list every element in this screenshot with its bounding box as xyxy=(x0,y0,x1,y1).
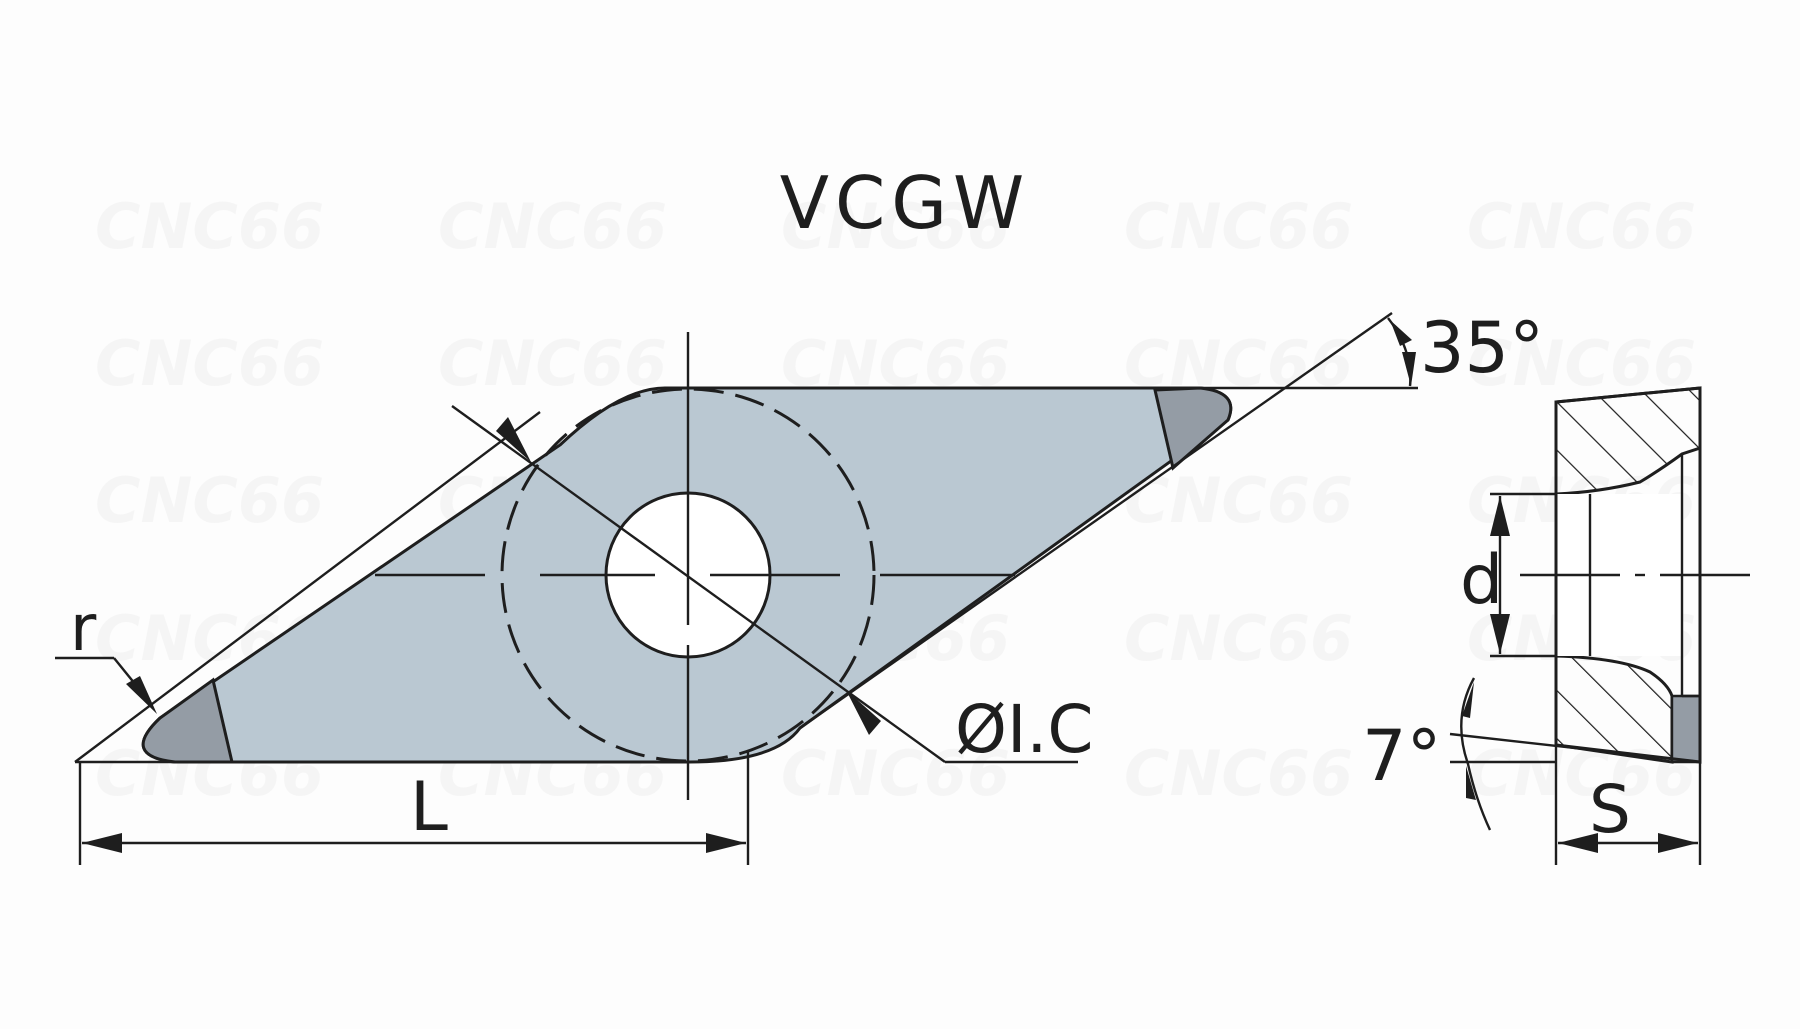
side-view xyxy=(1449,386,1750,865)
length-dimension xyxy=(82,833,746,853)
section-upper xyxy=(1554,386,1702,496)
watermark-text: CNC66 xyxy=(95,464,324,537)
length-label: L xyxy=(410,768,448,847)
hole-diameter-label: d xyxy=(1460,541,1503,620)
front-view xyxy=(55,312,1418,865)
watermark-text: CNC66 xyxy=(1124,464,1353,537)
angle-35-dimension xyxy=(1387,317,1416,387)
extension-line-35 xyxy=(799,312,1393,729)
relief-face xyxy=(1670,694,1702,764)
watermark-text: CNC66 xyxy=(1467,190,1696,263)
inscribed-circle xyxy=(500,387,876,763)
watermark-text: CNC66 xyxy=(95,190,324,263)
hole-diameter-dimension xyxy=(1490,492,1556,658)
thickness-dimension xyxy=(1554,745,1702,865)
watermark-text: CNC66 xyxy=(95,327,324,400)
thickness-label: S xyxy=(1589,771,1631,848)
radius-label: r xyxy=(70,592,97,666)
extension-line-left-base xyxy=(74,411,541,763)
radius-leader xyxy=(55,656,157,714)
ic-label: ØI.C xyxy=(955,691,1093,768)
ic-dimension xyxy=(451,405,1078,764)
clearance-angle-dimension xyxy=(1449,677,1701,831)
watermark-text: CNC66 xyxy=(781,737,1010,810)
watermark-text: CNC66 xyxy=(1124,190,1353,263)
diagram-title: VCGW xyxy=(780,161,1031,245)
watermark-text: CNC66 xyxy=(438,327,667,400)
angle-35-label: 35° xyxy=(1420,307,1544,389)
watermark-text: CNC66 xyxy=(1124,737,1353,810)
watermark-text: CNC66 xyxy=(1467,327,1696,400)
watermark-text: CNC66 xyxy=(781,190,1010,263)
watermark-text: CNC66 xyxy=(1124,602,1353,675)
clearance-angle-label: 7° xyxy=(1362,715,1442,797)
watermark-text: CNC66 xyxy=(438,190,667,263)
